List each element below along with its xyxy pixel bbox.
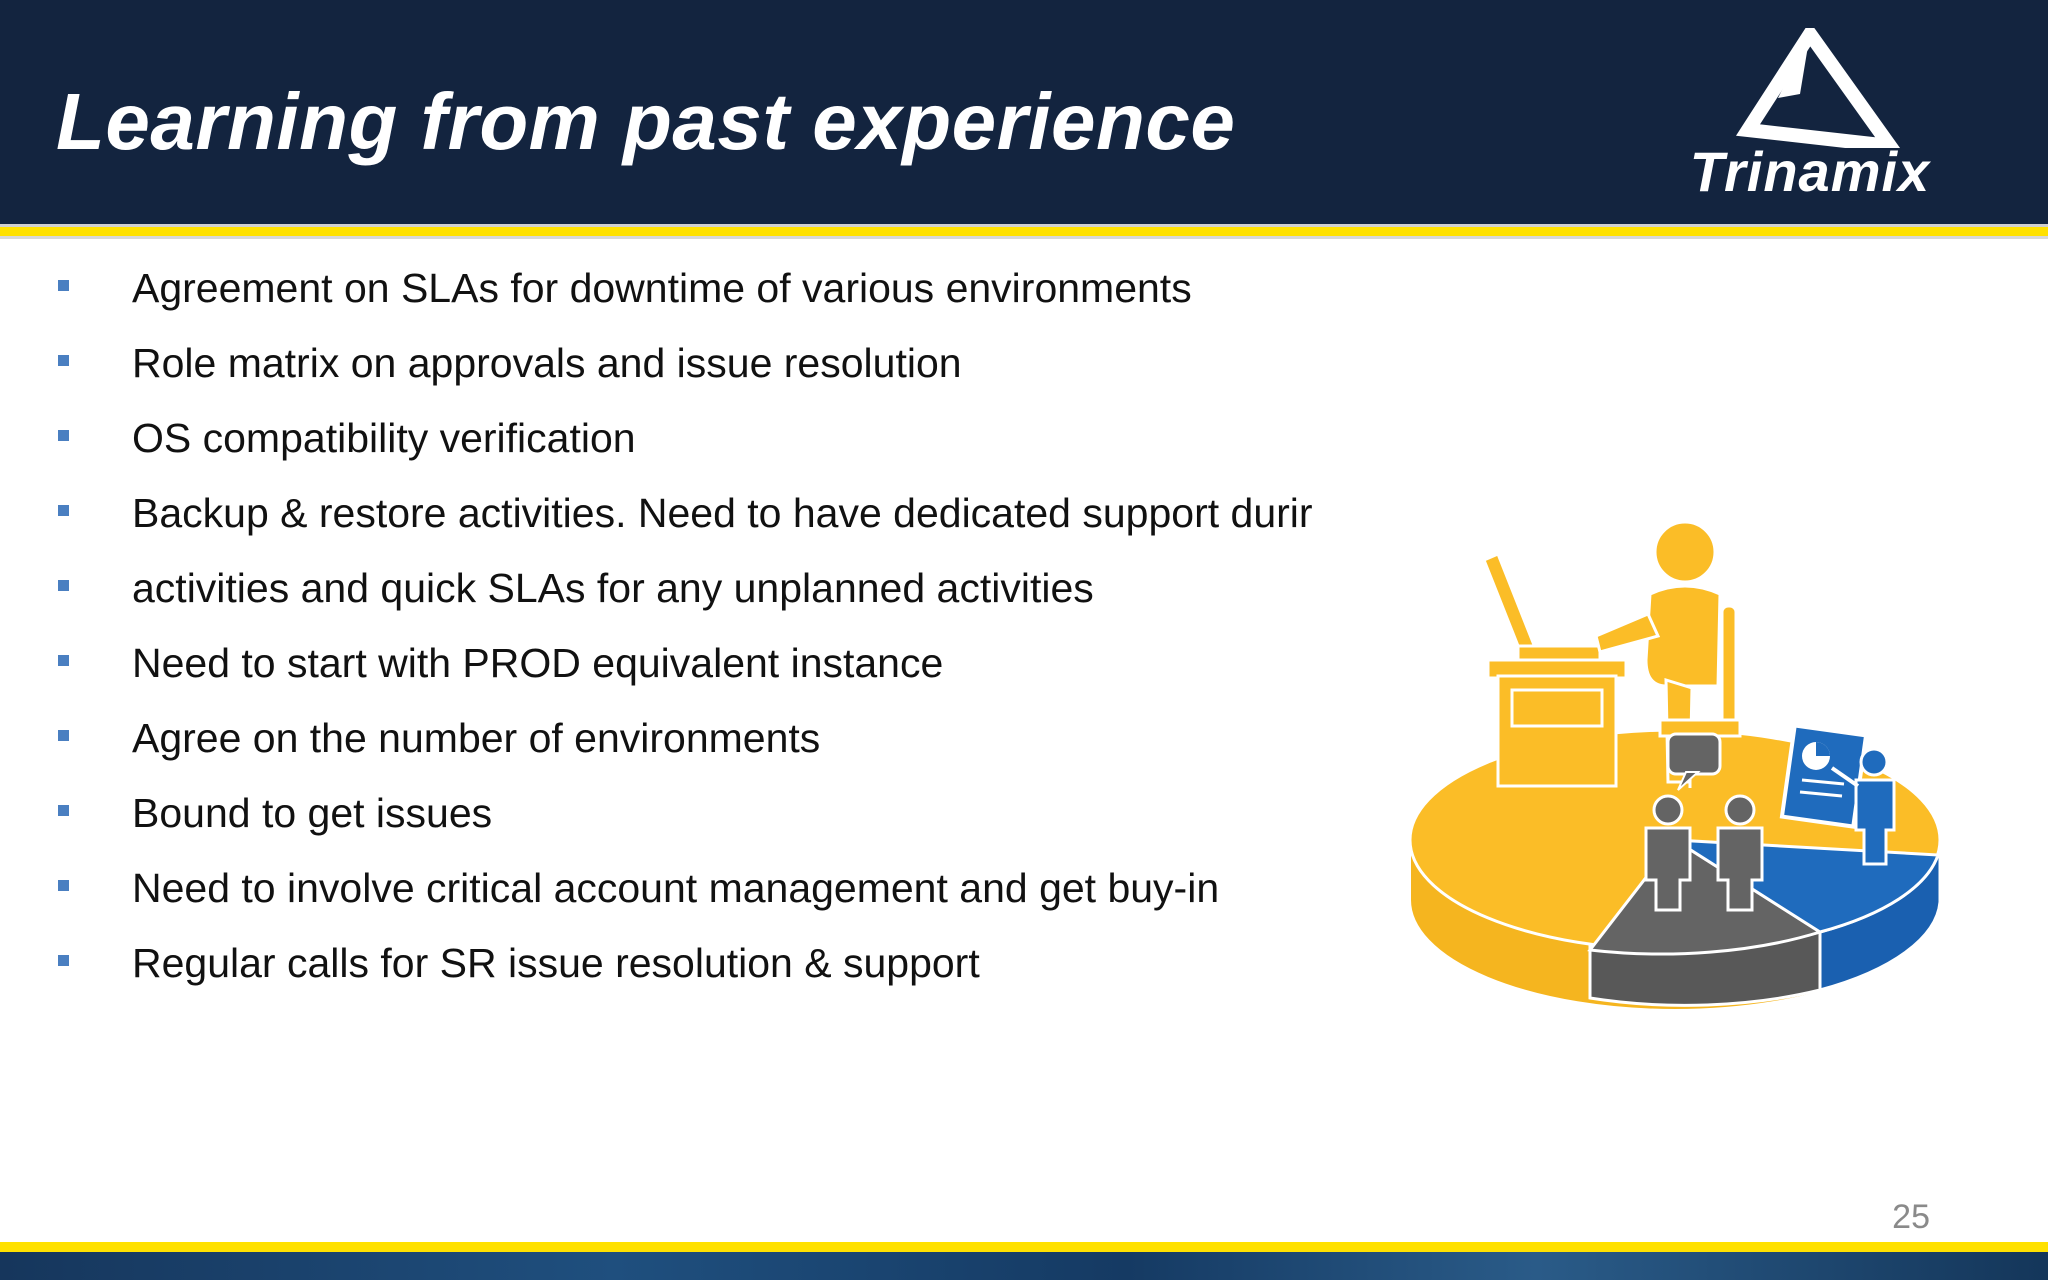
bullet-text: Need to start with PROD equivalent insta…: [132, 640, 944, 686]
logo-text: Trinamix: [1689, 140, 1931, 203]
page-number: 25: [1892, 1198, 1930, 1236]
bullet-item: Need to start with PROD equivalent insta…: [0, 627, 1360, 702]
bullet-text: activities and quick SLAs for any unplan…: [132, 565, 1094, 611]
bullet-square-icon: [58, 580, 69, 591]
triangle-logo-icon: [1735, 21, 1905, 155]
bullet-square-icon: [58, 430, 69, 441]
bullet-square-icon: [58, 355, 69, 366]
bullet-item: Agreement on SLAs for downtime of variou…: [0, 252, 1360, 327]
bullet-square-icon: [58, 880, 69, 891]
bullet-text: Agree on the number of environments: [132, 715, 821, 761]
header-divider-gray: [0, 236, 2048, 239]
header-divider-yellow: [0, 227, 2048, 236]
bullet-text: Need to involve critical account managem…: [132, 865, 1220, 911]
bullet-item: Agree on the number of environments: [0, 702, 1360, 777]
bullet-item: activities and quick SLAs for any unplan…: [0, 552, 1360, 627]
header-divider-shadow: [0, 224, 2048, 227]
bullet-text: Agreement on SLAs for downtime of variou…: [132, 265, 1192, 311]
bullet-square-icon: [58, 505, 69, 516]
footer-divider-yellow: [0, 1242, 2048, 1252]
trinamix-logo: Trinamix: [1660, 21, 1980, 208]
pie-chart-people-icon: [1408, 520, 1942, 1011]
bullet-text: OS compatibility verification: [132, 415, 636, 461]
slide-header: Learning from past experience Trinamix: [0, 0, 2048, 224]
business-team-illustration: [1400, 510, 1960, 1030]
bullet-square-icon: [58, 955, 69, 966]
bullet-item: OS compatibility verification: [0, 402, 1360, 477]
footer-band: [0, 1252, 2048, 1280]
bullet-text: Regular calls for SR issue resolution & …: [132, 940, 980, 986]
bullet-square-icon: [58, 730, 69, 741]
bullet-text: Bound to get issues: [132, 790, 493, 836]
bullet-text: Role matrix on approvals and issue resol…: [132, 340, 962, 386]
slide-title: Learning from past experience: [56, 77, 1236, 166]
bullet-text: Backup & restore activities. Need to hav…: [132, 490, 1313, 536]
bullet-item: Bound to get issues: [0, 777, 1360, 852]
bullet-item: Role matrix on approvals and issue resol…: [0, 327, 1360, 402]
bullet-square-icon: [58, 805, 69, 816]
bullet-square-icon: [58, 280, 69, 291]
bullet-item: Backup & restore activities. Need to hav…: [0, 477, 1360, 552]
bullet-square-icon: [58, 655, 69, 666]
bullet-list: Agreement on SLAs for downtime of variou…: [0, 252, 1360, 1002]
bullet-item: Need to involve critical account managem…: [0, 852, 1360, 927]
bullet-item: Regular calls for SR issue resolution & …: [0, 927, 1360, 1002]
